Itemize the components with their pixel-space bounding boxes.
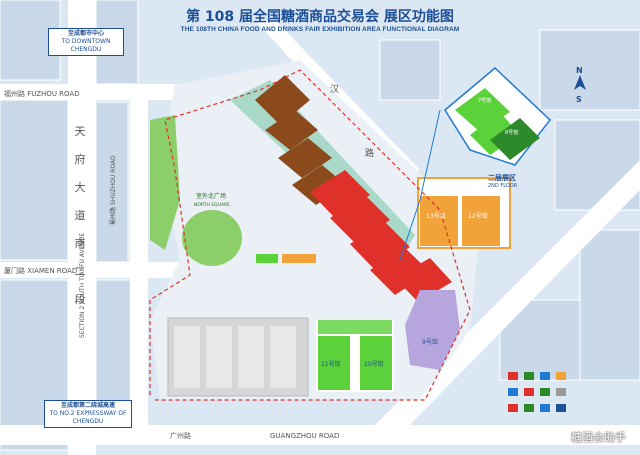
downtown-box-cn: 至成都市中心 (67, 30, 104, 37)
watermark: 糖酒会助手 (571, 431, 626, 444)
traffic-route (149, 69, 471, 401)
legend-chip-orange (282, 254, 316, 263)
hall-9-label: 9号馆 (422, 338, 438, 346)
hall-11 (318, 336, 350, 390)
expressway-box: 至成都第二绕城高速 TO NO.2 EXPRESSWAY OF CHENGDU (44, 400, 132, 428)
road-label-tianfu: 天府大道南二段 (74, 125, 86, 306)
hall-10 (360, 336, 392, 390)
hall-10-11-header (318, 320, 392, 334)
compass-n: N (576, 66, 583, 75)
hall-12-label: 12号馆 (468, 212, 488, 220)
hall-8-label: 8号馆 (505, 129, 518, 136)
road-label-shuzhou: 蜀州路 SHUZHOU ROAD (109, 155, 117, 225)
blue-link (399, 109, 441, 261)
page-title: 第 108 届全国糖酒商品交易会 展区功能图 (186, 9, 454, 25)
downtown-box-en: TO DOWNTOWN CHENGDU (61, 38, 111, 53)
north-square-en: NORTH SQUARE (194, 202, 230, 208)
gray-hall-rows (174, 326, 296, 388)
second-floor-en: 2ND FLOOR (488, 183, 518, 189)
expressway-box-cn: 至成都第二绕城高速 (60, 402, 115, 409)
hall-7-label: 7号馆 (478, 97, 491, 104)
expressway-box-en: TO NO.2 EXPRESSWAY OF CHENGDU (49, 410, 127, 425)
legend-chip-green (256, 254, 278, 263)
hall-12 (462, 196, 500, 246)
road-label-fuzhou: 福州路 FUZHOU ROAD (4, 89, 80, 98)
hall-13 (420, 196, 458, 246)
hall-10-label: 10号馆 (364, 360, 384, 368)
road-label-xiamen: 厦门路 XIAMEN ROAD (4, 266, 77, 275)
facility-legend (508, 372, 566, 412)
road-label-han-lu: 路 (365, 147, 374, 159)
road-label-guangzhou-en: GUANGZHOU ROAD (270, 432, 339, 440)
north-square-cn: 室外北广场 (196, 192, 226, 200)
road-label-guangzhou-cn: 广州路 (170, 431, 191, 440)
brown-halls (255, 75, 346, 205)
downtown-box: 至成都市中心 TO DOWNTOWN CHENGDU (48, 28, 124, 56)
page-subtitle: THE 108TH CHINA FOOD AND DRINKS FAIR EXH… (180, 26, 460, 33)
hall-9 (405, 290, 460, 370)
hall-11-label: 11号馆 (321, 360, 341, 368)
compass-icon (574, 75, 586, 90)
red-halls (310, 170, 452, 302)
road-label-han: 汉 (330, 84, 339, 95)
second-floor-cn: 二层展区 (488, 173, 516, 182)
park-square (182, 210, 242, 266)
hall-7-b (470, 112, 520, 155)
hall-13-label: 13号馆 (426, 212, 446, 220)
road-label-section2: SECTION 2 SOUTH TIANFU AVENUE (79, 233, 86, 338)
hall-8 (490, 118, 540, 160)
exhibition-campus (150, 60, 480, 400)
park-west (150, 115, 180, 250)
compass-s: S (576, 95, 582, 104)
